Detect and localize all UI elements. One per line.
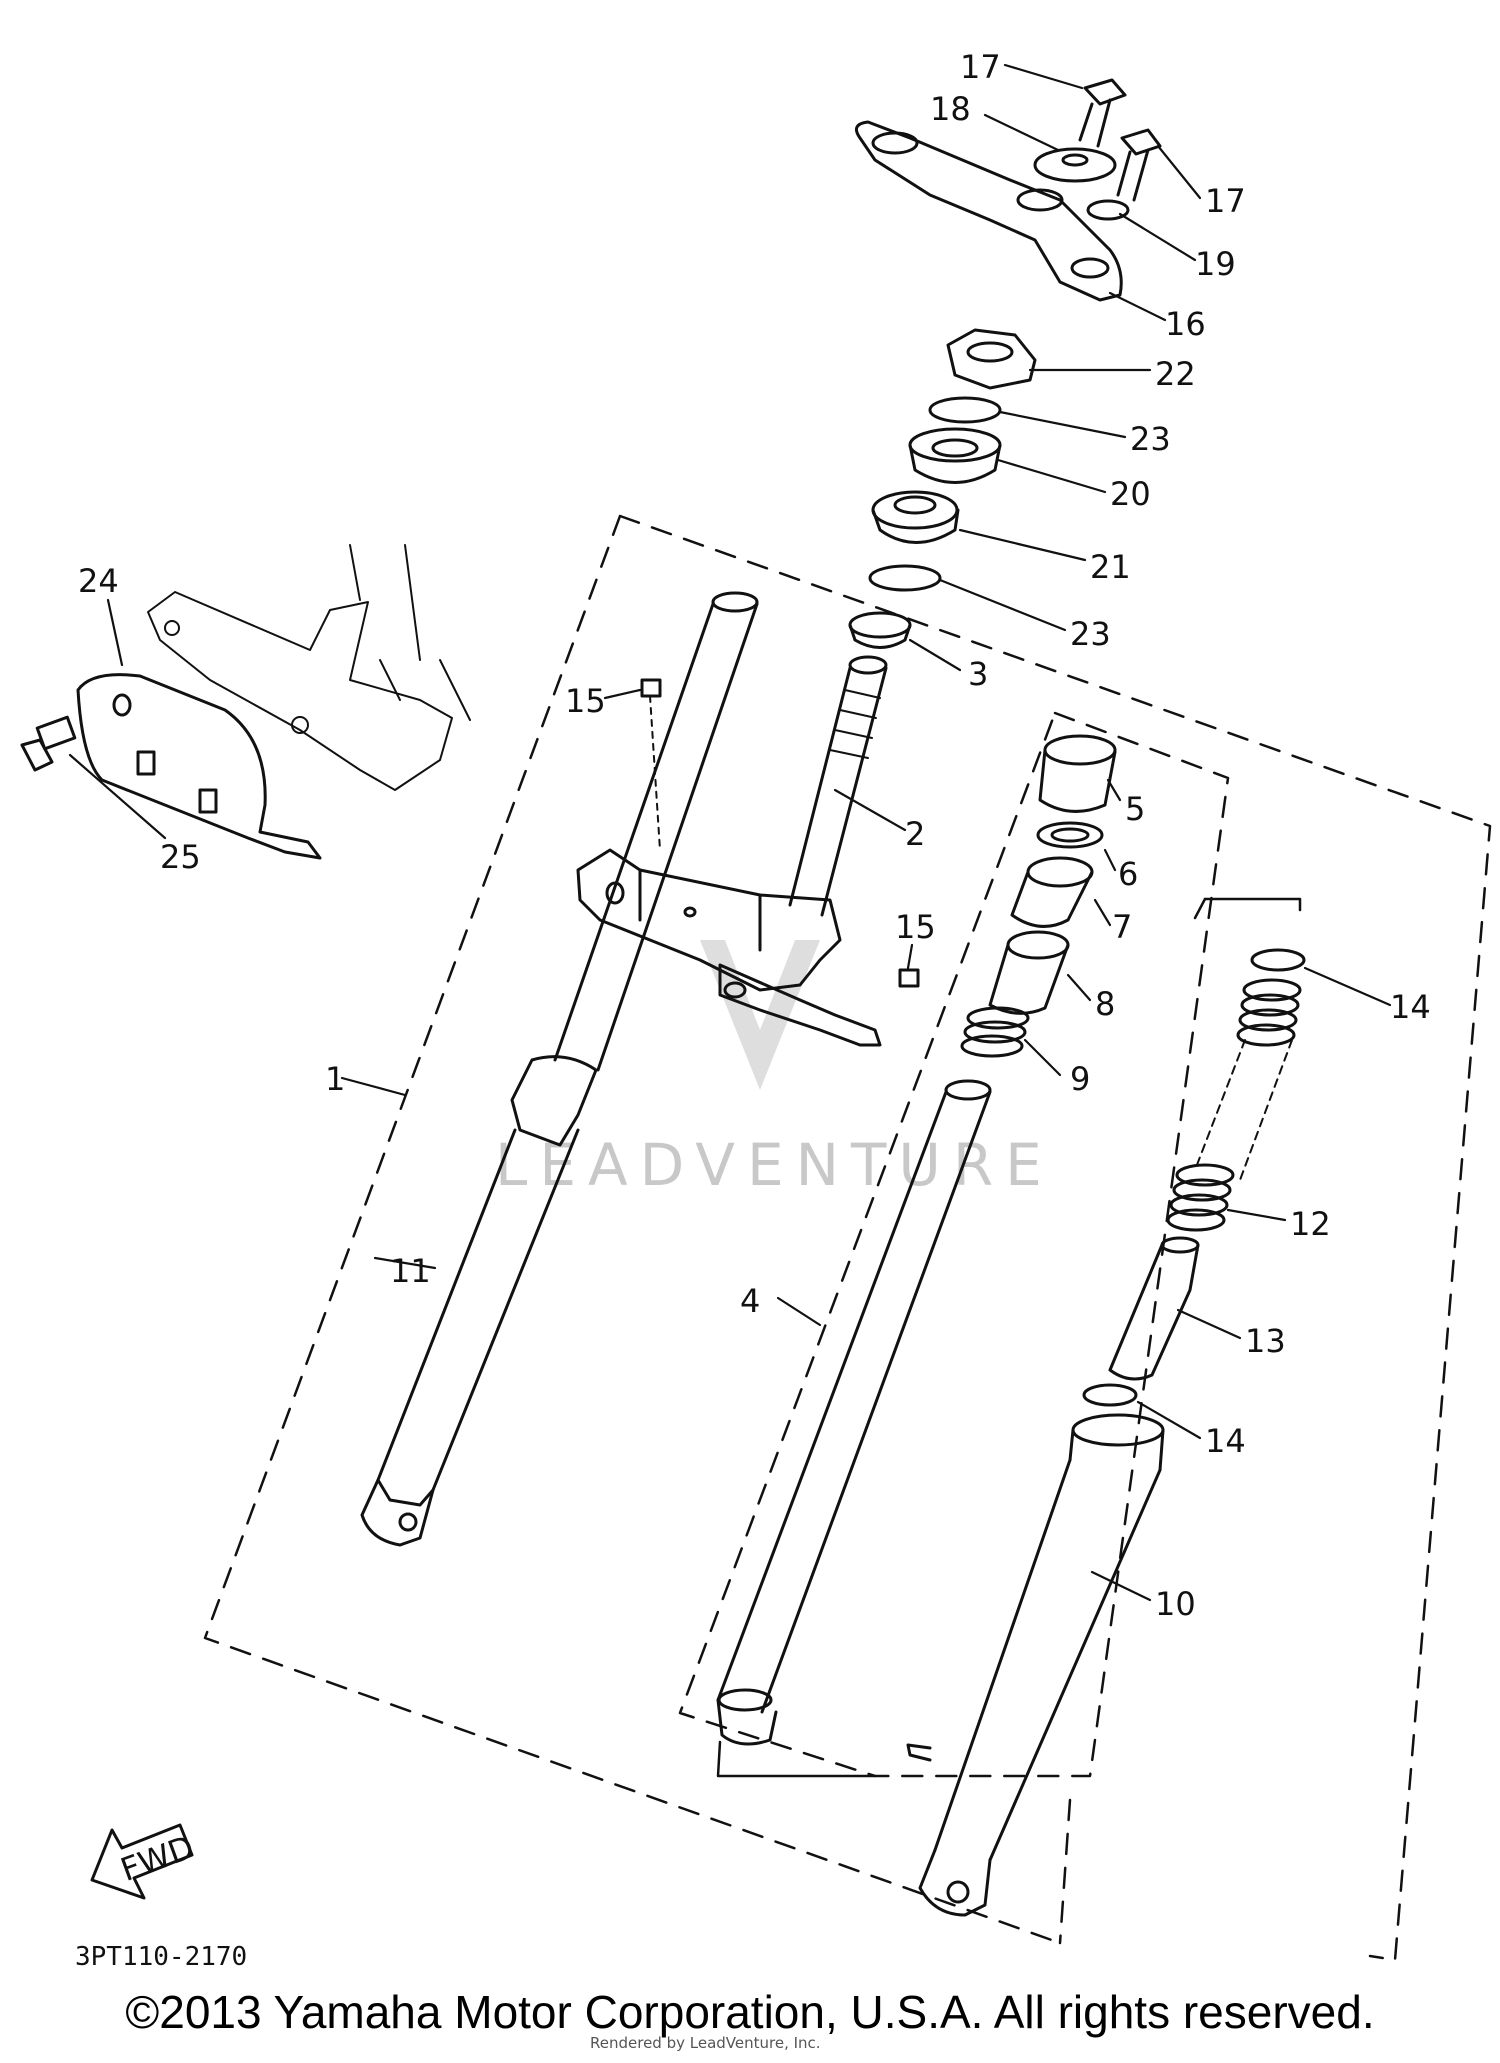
part-13-spacer (1108, 1236, 1200, 1381)
callout-5: 5 (1125, 790, 1145, 828)
render-credit: Rendered by LeadVenture, Inc. (590, 2034, 821, 2052)
part-12-fork-spring (1166, 978, 1302, 1232)
callout-19: 19 (1195, 245, 1236, 283)
callout-17: 17 (960, 48, 1001, 86)
part-6-clip (1036, 821, 1104, 849)
part-17-bolt-a (1078, 78, 1127, 148)
callout-14: 14 (1390, 988, 1431, 1026)
callout-20: 20 (1110, 475, 1151, 513)
part-18-washer (1033, 147, 1117, 183)
part-21-bearing-race (871, 490, 960, 544)
part-7-oil-seal (1010, 856, 1094, 928)
callout-16: 16 (1165, 305, 1206, 343)
callout-22: 22 (1155, 355, 1196, 393)
callout-7: 7 (1112, 908, 1132, 946)
callout-13: 13 (1245, 1322, 1286, 1360)
callout-18: 18 (930, 90, 971, 128)
callout-leaders (68, 63, 1392, 1602)
part-25-bolt (20, 715, 77, 772)
callout-9: 9 (1070, 1060, 1090, 1098)
watermark-text: LEADVENTURE (495, 1131, 1054, 1199)
part-23-ring-b (868, 564, 942, 592)
part-23-ring-a (928, 396, 1002, 424)
part-19-washer (1086, 199, 1130, 221)
part-4-fork-tube (716, 1079, 992, 1746)
callout-14: 14 (1205, 1422, 1246, 1460)
callout-23: 23 (1070, 615, 1111, 653)
callout-24: 24 (78, 562, 119, 600)
part-14-clip-b (1082, 1383, 1138, 1407)
callout-1: 1 (325, 1060, 345, 1098)
assembly-outline-4 (678, 711, 1230, 1778)
part-9-spring (960, 1006, 1030, 1058)
part-10-outer-tube (906, 1413, 1165, 1917)
part-15-bolt-lower (898, 968, 920, 988)
diagram-code: 3PT110-2170 (75, 1942, 247, 1972)
part-11-fork-leg (360, 591, 759, 1547)
assembly-outline-1 (203, 514, 1492, 1962)
part-2-steering-stem (576, 655, 888, 1047)
callout-17: 17 (1205, 182, 1246, 220)
callout-10: 10 (1155, 1585, 1196, 1623)
callout-8: 8 (1095, 985, 1115, 1023)
callout-12: 12 (1290, 1205, 1331, 1243)
callout-11: 11 (390, 1252, 431, 1290)
callout-2: 2 (905, 815, 925, 853)
callout-4: 4 (740, 1282, 760, 1320)
part-17-bolt-b (1116, 128, 1162, 202)
part-24-cover (76, 673, 322, 860)
part-14-clip-a (1250, 948, 1306, 972)
part-5-dust-seal (1038, 734, 1117, 813)
callout-21: 21 (1090, 548, 1131, 586)
part-8-bushing (988, 930, 1070, 1015)
part-16-upper-bracket (854, 120, 1123, 302)
callout-6: 6 (1118, 855, 1138, 893)
leadventure-watermark: LEADVENTURE (495, 940, 1054, 1199)
part-22-ring-nut (946, 328, 1037, 390)
callout-15: 15 (565, 682, 606, 720)
callout-25: 25 (160, 838, 201, 876)
callout-15: 15 (895, 908, 936, 946)
spring-group-bracket (716, 897, 1302, 1778)
callout-23: 23 (1130, 420, 1171, 458)
callout-3: 3 (968, 655, 988, 693)
fwd-label: FWD (116, 1828, 199, 1889)
callout-labels: 17 18 17 19 16 22 23 20 21 23 3 24 25 15… (75, 48, 1431, 1972)
fwd-arrow-icon: FWD (90, 1823, 199, 1900)
frame-body-outline (147, 544, 471, 791)
part-3-race (848, 611, 912, 649)
part-20-bearing-race (908, 427, 1002, 484)
copyright-notice: ©2013 Yamaha Motor Corporation, U.S.A. A… (125, 1986, 1375, 2038)
